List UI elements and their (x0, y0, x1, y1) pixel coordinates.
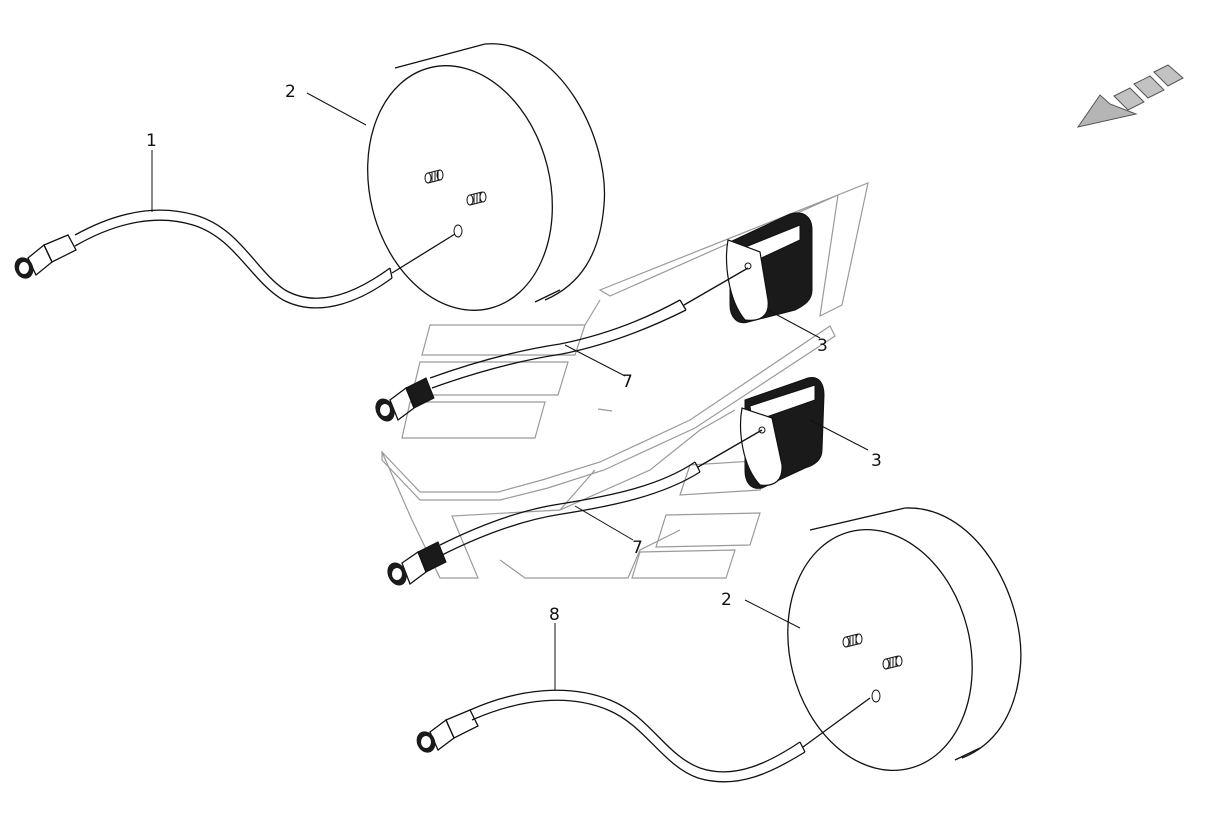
leader-lines (151, 92, 869, 690)
cable-lamp-lower (387, 429, 763, 586)
callout-2-top: 2 (285, 82, 296, 102)
direction-arrow-icon (1076, 64, 1184, 128)
cable-connector (14, 234, 77, 279)
mounting-stud (466, 191, 487, 206)
cable-lamp-upper (375, 267, 749, 422)
round-lamp-bottom (787, 507, 1022, 772)
rect-lamp-lower (740, 376, 825, 489)
callout-8: 8 (549, 605, 560, 625)
callout-2-bottom: 2 (721, 590, 732, 610)
callout-1: 1 (146, 131, 157, 151)
cable-connector (416, 709, 479, 753)
cable-harness-bottom (416, 689, 871, 783)
mounting-stud (424, 169, 444, 184)
callout-3-upper: 3 (817, 336, 828, 356)
callout-7-upper: 7 (622, 372, 633, 392)
cable-connector (375, 377, 435, 422)
callout-7-lower: 7 (632, 538, 643, 558)
callout-3-lower: 3 (871, 451, 882, 471)
cable-harness-top (14, 209, 456, 309)
round-lamp-top (367, 43, 606, 311)
mounting-stud (842, 633, 863, 648)
rect-lamp-upper (726, 212, 813, 324)
cable-connector (387, 541, 447, 586)
mounting-stud (882, 655, 903, 670)
